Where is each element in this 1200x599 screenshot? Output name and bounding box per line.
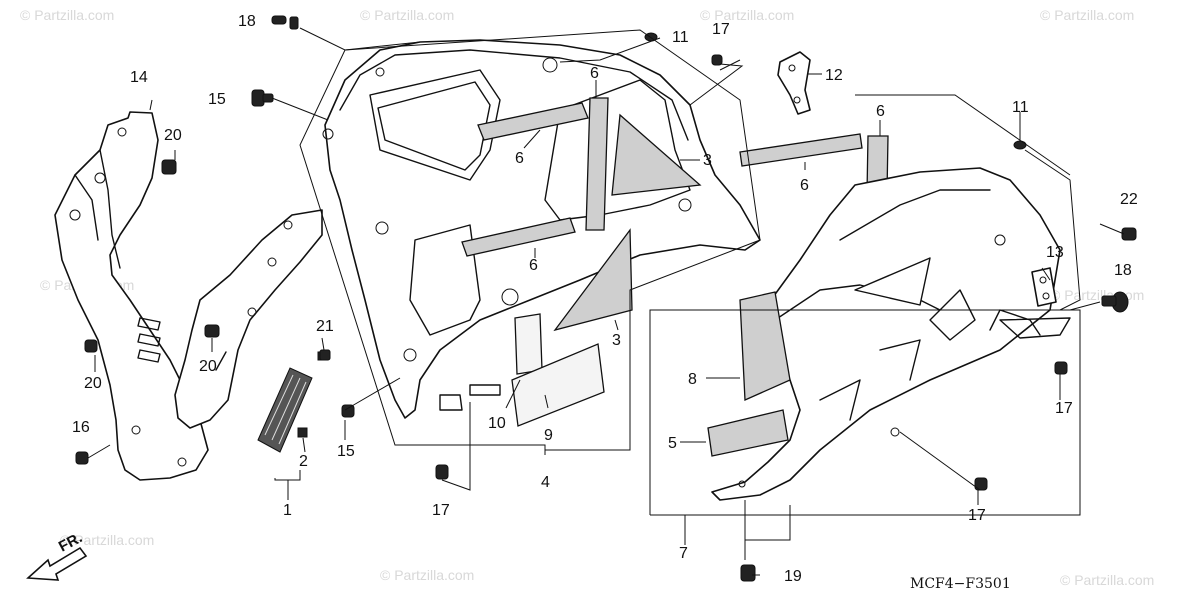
clip-20-icon	[161, 159, 177, 175]
callout-9: 9	[544, 427, 553, 444]
callout-15: 15	[337, 443, 355, 460]
screw-15-icon	[251, 89, 265, 107]
callout-12: 12	[825, 67, 843, 84]
callout-6: 6	[876, 103, 885, 120]
diagram-code: MCF4−F3501	[910, 576, 1011, 592]
inner-lower-cowl	[137, 209, 323, 429]
watermark: © Partzilla.com	[380, 567, 474, 583]
leader-lines	[87, 27, 1101, 576]
screw-18-icon	[271, 15, 287, 25]
watermark: © Partzilla.com	[1050, 287, 1144, 303]
part-7-lower-cowl	[711, 167, 1071, 501]
callout-3: 3	[612, 332, 621, 349]
callout-20: 20	[199, 358, 217, 375]
callout-15: 15	[208, 91, 226, 108]
callout-22: 22	[1120, 191, 1138, 208]
watermark-layer: © Partzilla.com © Partzilla.com © Partzi…	[20, 7, 1154, 588]
watermark: © Partzilla.com	[700, 7, 794, 23]
watermark: © Partzilla.com	[60, 532, 154, 548]
callout-14: 14	[130, 69, 148, 86]
callout-13: 13	[1046, 244, 1064, 261]
callout-5: 5	[668, 435, 677, 452]
callout-19: 19	[784, 568, 802, 585]
callout-11: 11	[1012, 99, 1029, 116]
part-9-10-pads	[511, 313, 605, 427]
callout-labels: 18 11 17 12 14 15 20 6 6 3 6 6 11 22 6 1…	[72, 13, 1138, 585]
callout-4: 4	[541, 474, 550, 491]
callout-18: 18	[1114, 262, 1132, 279]
front-direction-arrow: FR.	[26, 529, 88, 581]
watermark: © Partzilla.com	[360, 7, 454, 23]
callout-20: 20	[164, 127, 182, 144]
callout-10: 10	[488, 415, 506, 432]
callout-6: 6	[515, 150, 524, 167]
watermark: © Partzilla.com	[1040, 7, 1134, 23]
callout-16: 16	[72, 419, 90, 436]
watermark: © Partzilla.com	[20, 7, 114, 23]
callout-8: 8	[688, 371, 697, 388]
callout-3: 3	[703, 152, 712, 169]
bolt-22-icon	[1121, 227, 1137, 241]
part-12-bracket	[777, 51, 811, 115]
part-13-bracket	[1031, 267, 1057, 307]
screw-17-icon	[711, 54, 723, 66]
part-1-reflector	[257, 351, 327, 453]
callout-17: 17	[432, 502, 450, 519]
screw-19-icon	[740, 564, 756, 582]
callout-17: 17	[1055, 400, 1073, 417]
callout-21: 21	[316, 318, 334, 335]
callout-20: 20	[84, 375, 102, 392]
callout-7: 7	[679, 545, 688, 562]
callout-1: 1	[283, 502, 292, 519]
screw-16-icon	[75, 451, 89, 465]
part-3-foam-triangles	[553, 113, 702, 332]
part-14-side-cowl	[54, 111, 209, 481]
callout-11: 11	[672, 29, 689, 46]
callout-2: 2	[299, 453, 308, 470]
callout-17: 17	[712, 21, 730, 38]
callout-6: 6	[590, 65, 599, 82]
callout-18: 18	[238, 13, 256, 30]
callout-17: 17	[968, 507, 986, 524]
watermark: © Partzilla.com	[1060, 572, 1154, 588]
part-8-5-foam	[707, 291, 791, 457]
callout-6: 6	[800, 177, 809, 194]
callout-6: 6	[529, 257, 538, 274]
